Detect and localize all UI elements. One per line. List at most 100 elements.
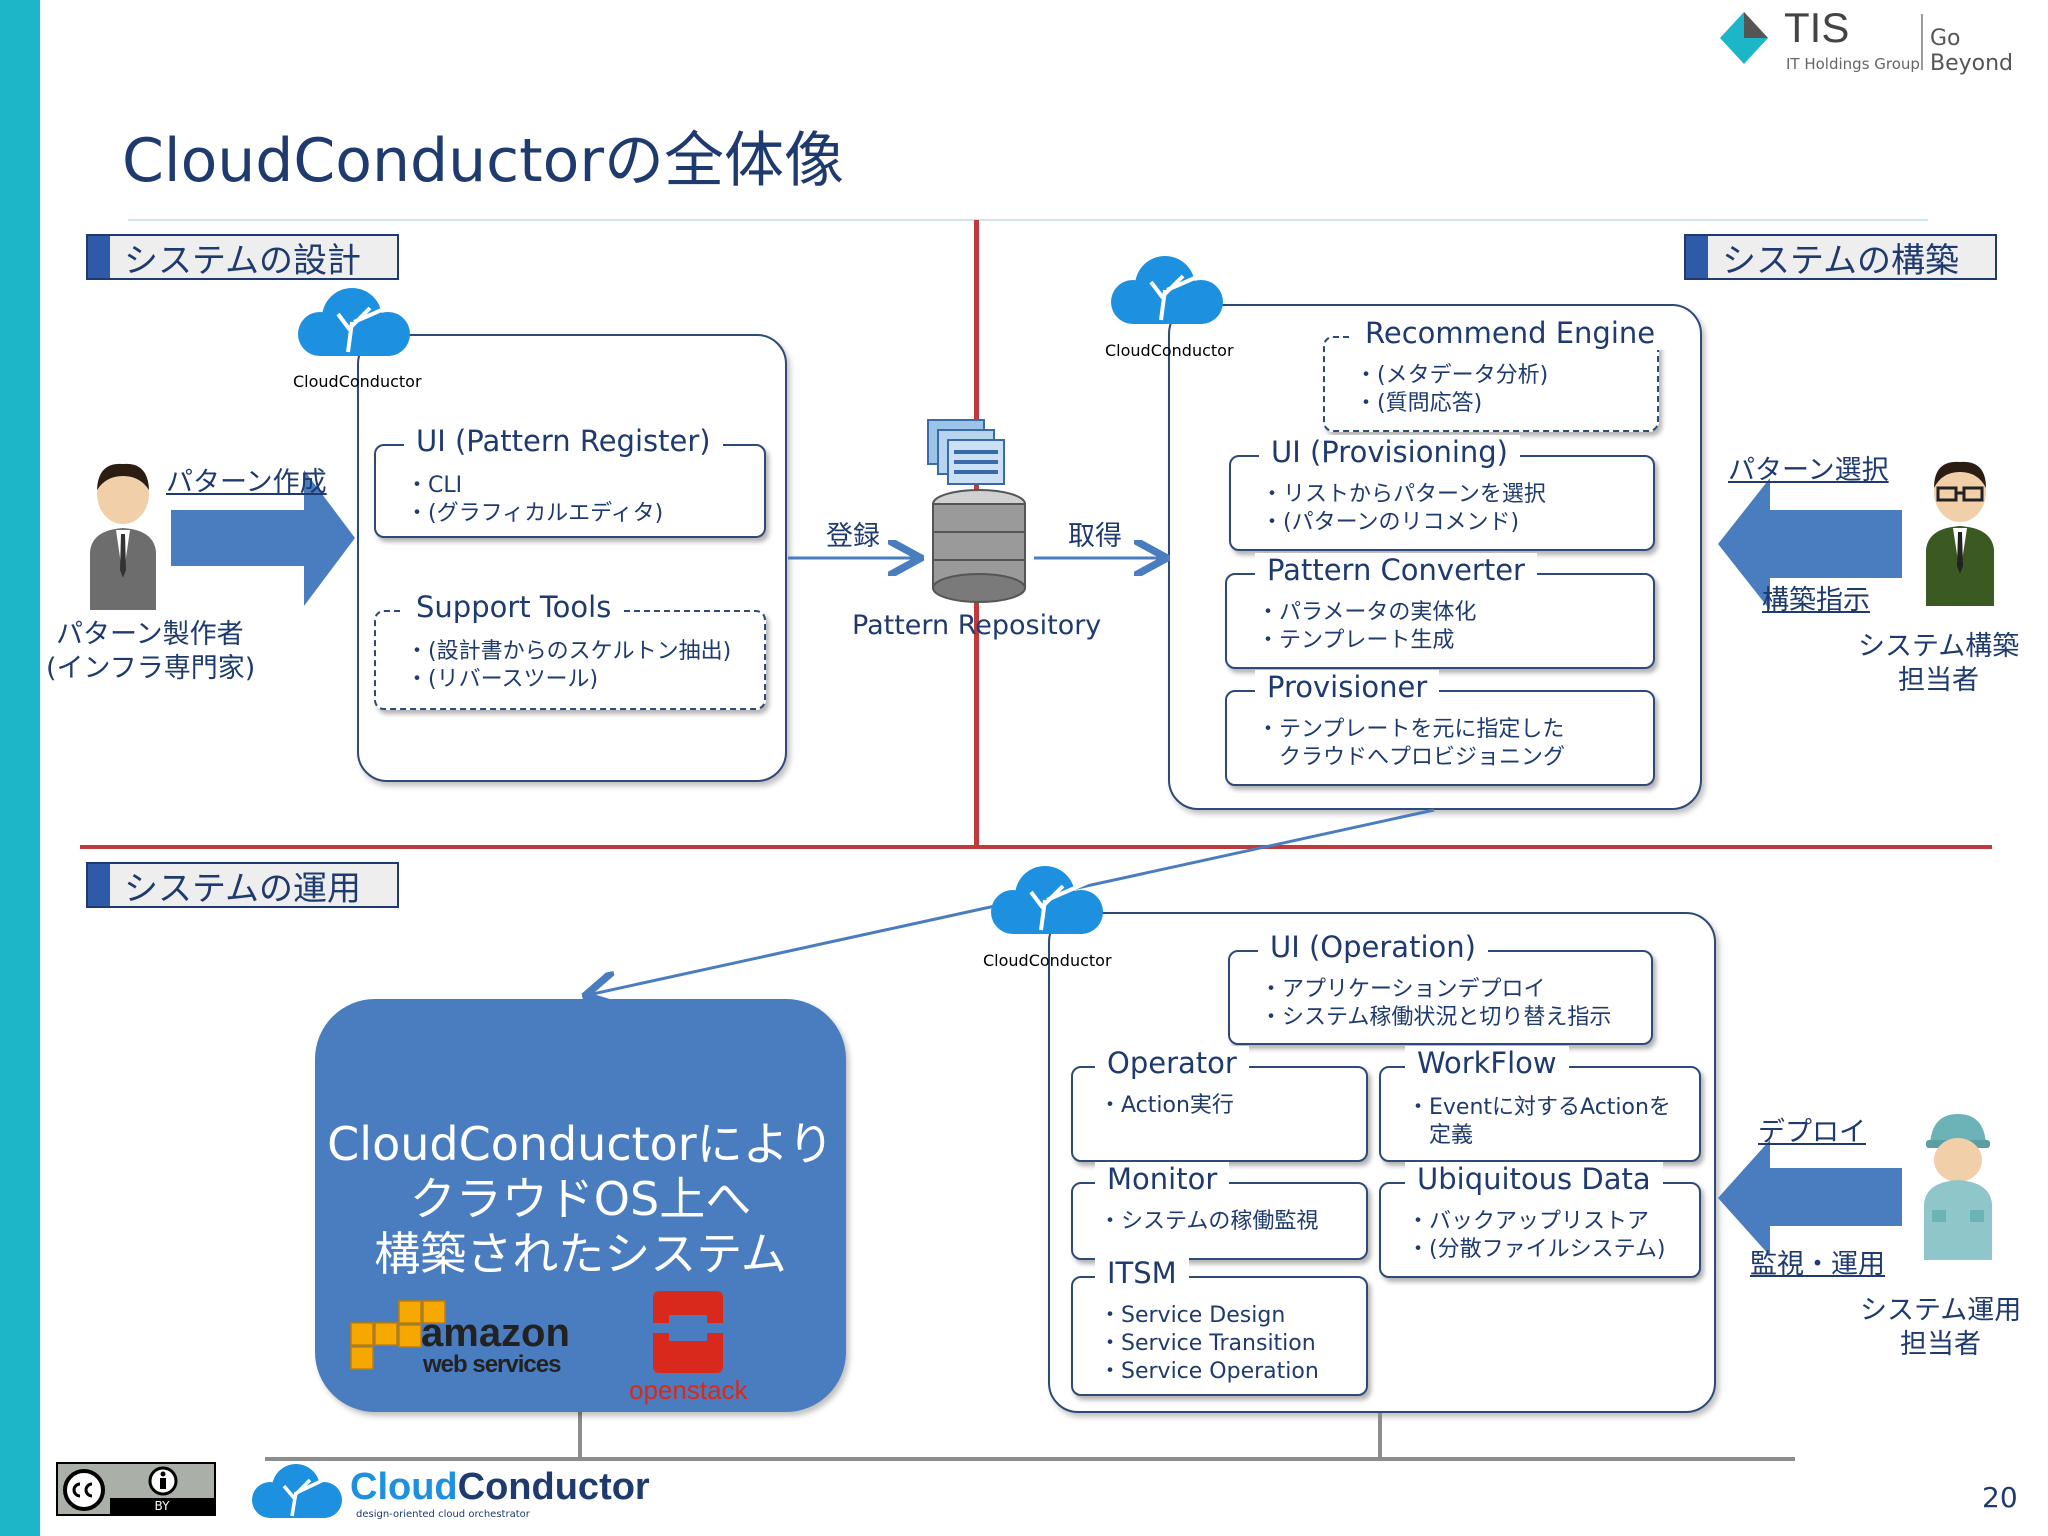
component-line: ・テンプレートを元に指定した	[1257, 717, 1565, 742]
component-title: ITSM	[1095, 1256, 1189, 1290]
component-line: ・(グラフィカルエディタ)	[406, 501, 664, 526]
operator-role-line1: システム運用	[1860, 1295, 2022, 1326]
component-lines: ・システムの稼働監視	[1099, 1208, 1318, 1236]
build-request-arrow	[1718, 478, 1902, 610]
build-instruction-label: 構築指示	[1762, 585, 1870, 616]
aws-logo-icon	[350, 1300, 446, 1370]
section-operation: システムの運用	[86, 862, 399, 909]
openstack-logo-text: openstack	[629, 1375, 748, 1405]
cloudconductor-label: CloudConductor	[1105, 341, 1234, 360]
aws-logo-text: amazon	[421, 1311, 570, 1355]
component-line: ・(パターンのリコメンド)	[1261, 510, 1520, 535]
operator-component: Operator ・Action実行	[1071, 1046, 1368, 1162]
title-underline	[128, 219, 1928, 221]
operate-arrow	[1718, 1140, 1902, 1256]
component-line: ・(リバースツール)	[406, 667, 599, 692]
section-build: システムの構築	[1684, 234, 1997, 281]
built-system-line: 構築されたシステム	[374, 1227, 787, 1281]
ui-provisioning: UI (Provisioning) ・リストからパターンを選択 ・(パターンのリ…	[1229, 435, 1655, 551]
cloudconductor-label: CloudConductor	[983, 951, 1112, 970]
monitor-operate-label: 監視・運用	[1750, 1249, 1885, 1280]
tagline: Go Beyond	[1930, 26, 2014, 76]
component-line: ・バックアップリストア	[1407, 1209, 1650, 1234]
component-title: UI (Operation)	[1258, 930, 1488, 964]
component-title: Pattern Converter	[1255, 553, 1537, 587]
aws-logo-subtext: web services	[423, 1351, 561, 1378]
section-accent	[1686, 236, 1708, 278]
component-line: ・Service Design	[1099, 1303, 1286, 1328]
itsm-component: ITSM ・Service Design ・Service Transition…	[1071, 1256, 1368, 1396]
component-line: 定義	[1407, 1123, 1474, 1148]
create-pattern-label: パターン作成	[166, 467, 327, 498]
component-line: ・(メタデータ分析)	[1355, 363, 1549, 388]
component-line: ・パラメータの実体化	[1257, 600, 1477, 625]
component-line: ・(質問応答)	[1355, 391, 1483, 416]
creator-role-line2: (インフラ専門家)	[46, 653, 256, 684]
component-lines: ・(設計書からのスケルトン抽出) ・(リバースツール)	[406, 638, 731, 694]
operator-role-line2: 担当者	[1900, 1329, 1981, 1360]
wordmark-cloud: Cloud	[350, 1466, 458, 1508]
component-lines: ・アプリケーションデプロイ ・システム稼働状況と切り替え指示	[1260, 976, 1611, 1032]
tis-logo	[1720, 12, 1923, 70]
tis-name: TIS	[1784, 4, 1850, 51]
cloudconductor-cloud-icon	[1111, 256, 1223, 324]
built-system: CloudConductorにより クラウドOS上へ 構築されたシステム ama…	[315, 999, 846, 1412]
cloudconductor-cloud-icon	[991, 866, 1103, 934]
cloudconductor-cloud-icon	[298, 288, 410, 356]
component-lines: ・Service Design ・Service Transition ・Ser…	[1099, 1302, 1319, 1386]
built-system-text: CloudConductorにより クラウドOS上へ 構築されたシステム	[315, 1117, 846, 1282]
ui-operation: UI (Operation) ・アプリケーションデプロイ ・システム稼働状況と切…	[1228, 930, 1653, 1045]
component-line: ・Action実行	[1099, 1093, 1234, 1118]
tis-logo-mark-dark	[1744, 12, 1768, 38]
cloudconductor-label: CloudConductor	[293, 372, 422, 391]
pattern-creator-avatar	[90, 463, 156, 610]
ubiquitous-data-component: Ubiquitous Data ・バックアップリストア ・(分散ファイルシステム…	[1379, 1162, 1701, 1278]
component-title: Recommend Engine	[1353, 316, 1668, 350]
footer-tagline: design-oriented cloud orchestrator	[356, 1509, 530, 1520]
component-lines: ・バックアップリストア ・(分散ファイルシステム)	[1407, 1208, 1666, 1264]
ui-pattern-register: UI (Pattern Register) ・CLI ・(グラフィカルエディタ)	[374, 424, 766, 538]
component-title: Provisioner	[1255, 670, 1440, 704]
component-lines: ・パラメータの実体化 ・テンプレート生成	[1257, 599, 1476, 655]
support-tools: Support Tools ・(設計書からのスケルトン抽出) ・(リバースツール…	[374, 590, 766, 710]
component-lines: ・リストからパターンを選択 ・(パターンのリコメンド)	[1261, 481, 1546, 537]
component-lines: ・(メタデータ分析) ・(質問応答)	[1355, 362, 1548, 418]
provisioner: Provisioner ・テンプレートを元に指定した クラウドへプロビジョニング	[1225, 670, 1655, 786]
section-operation-label: システムの運用	[124, 868, 361, 909]
component-line: ・(設計書からのスケルトン抽出)	[406, 639, 732, 664]
select-pattern-label: パターン選択	[1728, 455, 1889, 486]
built-system-line: CloudConductorにより	[327, 1117, 834, 1171]
workflow-component: WorkFlow ・Eventに対するActionを 定義	[1379, 1046, 1701, 1162]
page-title: CloudConductorの全体像	[122, 126, 845, 196]
component-line: ・システムの稼働監視	[1099, 1209, 1319, 1234]
footer-cloudconductor-cloud-icon	[252, 1464, 342, 1518]
built-system-line: クラウドOS上へ	[409, 1172, 752, 1226]
cc-icon	[63, 1469, 105, 1511]
component-title: UI (Pattern Register)	[404, 424, 723, 458]
system-bus	[265, 1457, 1795, 1461]
monitor-component: Monitor ・システムの稼働監視	[1071, 1162, 1368, 1260]
repository-label: Pattern Repository	[852, 610, 1102, 641]
component-line: ・(分散ファイルシステム)	[1407, 1237, 1666, 1262]
section-accent	[88, 864, 110, 906]
wordmark-conductor: Conductor	[457, 1466, 650, 1508]
component-line: ・Service Operation	[1099, 1359, 1319, 1384]
page-number: 20	[1982, 1481, 2018, 1514]
component-line: ・システム稼働状況と切り替え指示	[1260, 1005, 1612, 1030]
component-title: UI (Provisioning)	[1259, 435, 1520, 469]
component-line: ・Service Transition	[1099, 1331, 1316, 1356]
component-line: ・アプリケーションデプロイ	[1260, 977, 1546, 1002]
section-design-label: システムの設計	[124, 240, 361, 281]
component-title: Monitor	[1095, 1162, 1230, 1196]
section-build-label: システムの構築	[1722, 240, 1959, 281]
attribution-icon	[148, 1466, 178, 1496]
pattern-repository-icon	[927, 419, 1026, 603]
horizontal-divider	[80, 845, 1992, 849]
cc-license-badge: BY	[56, 1462, 216, 1516]
component-line: ・Eventに対するActionを	[1407, 1095, 1671, 1120]
component-title: Operator	[1095, 1046, 1249, 1080]
component-lines: ・テンプレートを元に指定した クラウドへプロビジョニング	[1257, 716, 1565, 772]
component-title: WorkFlow	[1405, 1046, 1569, 1080]
component-lines: ・Eventに対するActionを 定義	[1407, 1094, 1671, 1150]
